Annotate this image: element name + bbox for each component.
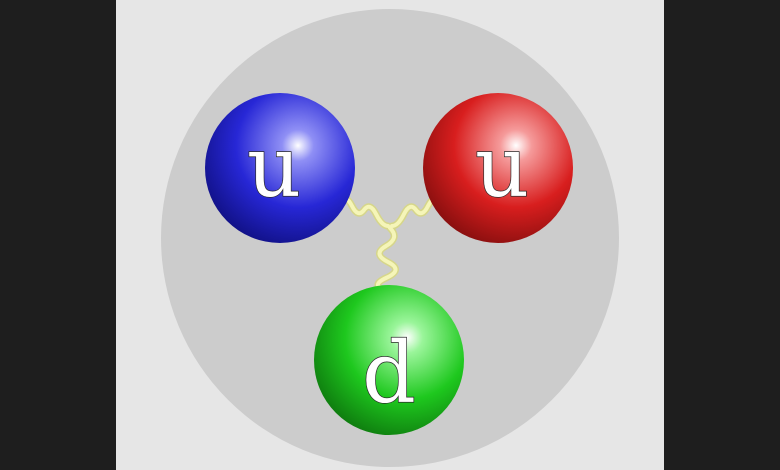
up-quark-blue: u xyxy=(205,93,355,243)
quark-label-blue: u xyxy=(247,118,301,216)
gluon-line-bottom xyxy=(376,226,398,294)
quark-sphere-green xyxy=(314,285,464,435)
gluon-line-left xyxy=(338,196,390,228)
quark-label-red: u xyxy=(475,118,529,216)
down-quark-green: d xyxy=(314,285,464,435)
up-quark-red: u xyxy=(423,93,573,243)
quark-label-green: d xyxy=(362,324,416,422)
quark-sphere-blue xyxy=(205,93,355,243)
quark-sphere-red xyxy=(423,93,573,243)
